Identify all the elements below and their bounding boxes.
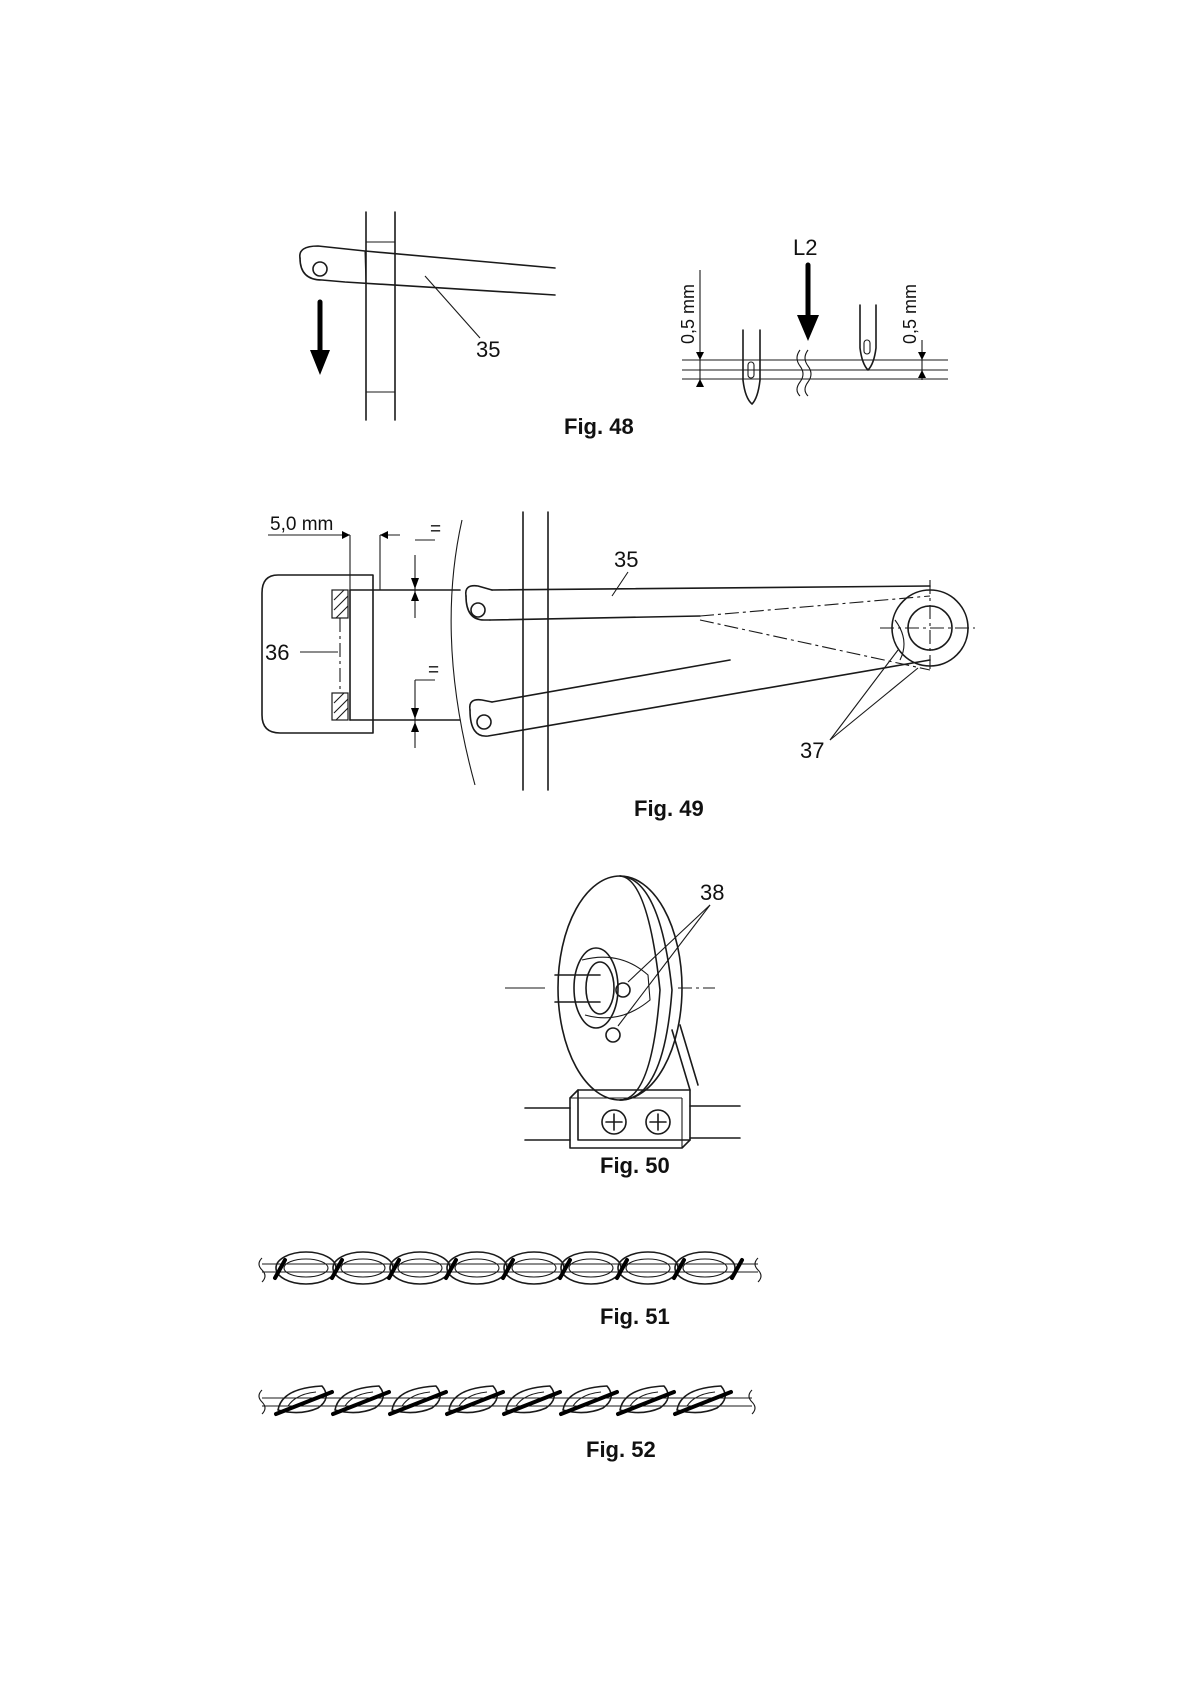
caption-fig-52: Fig. 52 (586, 1437, 656, 1463)
figure-52-drawing (0, 0, 1190, 1440)
figure-52 (0, 0, 1190, 1440)
